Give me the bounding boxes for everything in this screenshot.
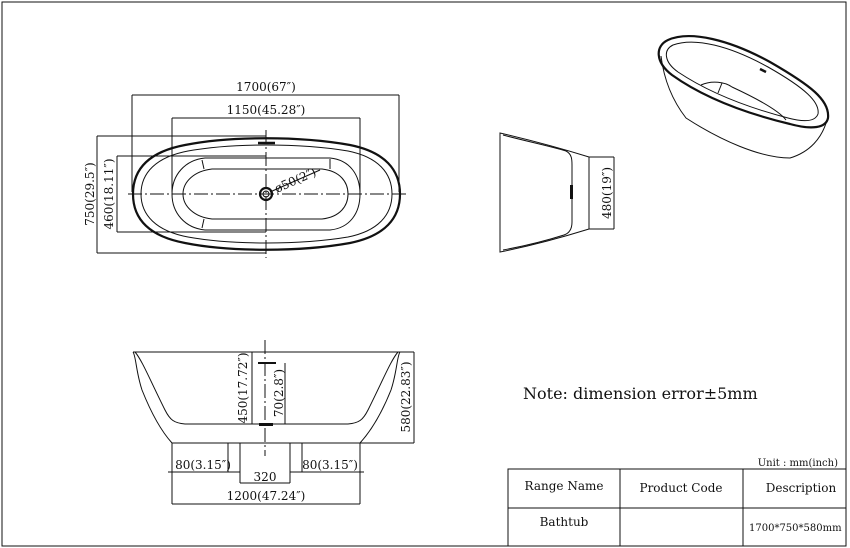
unit-label: Unit : mm(inch) <box>758 458 838 469</box>
header-product-code: Product Code <box>640 481 723 495</box>
cell-description: 1700*750*580mm <box>749 523 842 534</box>
dim-base: 1200(47.24″) <box>227 489 306 503</box>
front-view: 450(17.72″) 70(2.8″) 580(22.83″) 80(3.15… <box>132 340 415 505</box>
dim-depth: 450(17.72″) <box>236 352 250 423</box>
title-block-table: Range Name Product Code Description Bath… <box>507 468 847 547</box>
side-view: 480(19″) <box>499 132 615 253</box>
dim-gap: 320 <box>254 470 277 484</box>
header-range-name: Range Name <box>525 479 604 493</box>
dim-width: 750(29.5″) <box>83 162 97 225</box>
dim-overflow: 70(2.8″) <box>272 369 286 417</box>
top-view: 1700(67″) 1150(45.28″) 750(29.5″) 460(18… <box>83 80 406 258</box>
basin-floor <box>182 168 349 220</box>
dim-left-foot: 80(3.15″) <box>175 458 231 472</box>
isometric-view <box>657 35 830 159</box>
dim-length: 1700(67″) <box>236 80 296 94</box>
dim-right-foot: 80(3.15″) <box>302 458 358 472</box>
dim-height: 580(22.83″) <box>399 361 413 432</box>
dim-drain: ø50(2″) <box>272 165 318 196</box>
cell-range-name: Bathtub <box>540 515 589 529</box>
tub-inner-rim <box>140 144 393 244</box>
drain-icon <box>258 186 274 202</box>
header-description: Description <box>766 481 837 495</box>
dim-inner-width: 460(18.11″) <box>102 158 116 229</box>
dim-side-height: 480(19″) <box>600 167 614 219</box>
basin-edge <box>171 157 361 231</box>
dimension-note: Note: dimension error±5mm <box>523 384 758 403</box>
dim-inner-length: 1150(45.28″) <box>227 103 306 117</box>
